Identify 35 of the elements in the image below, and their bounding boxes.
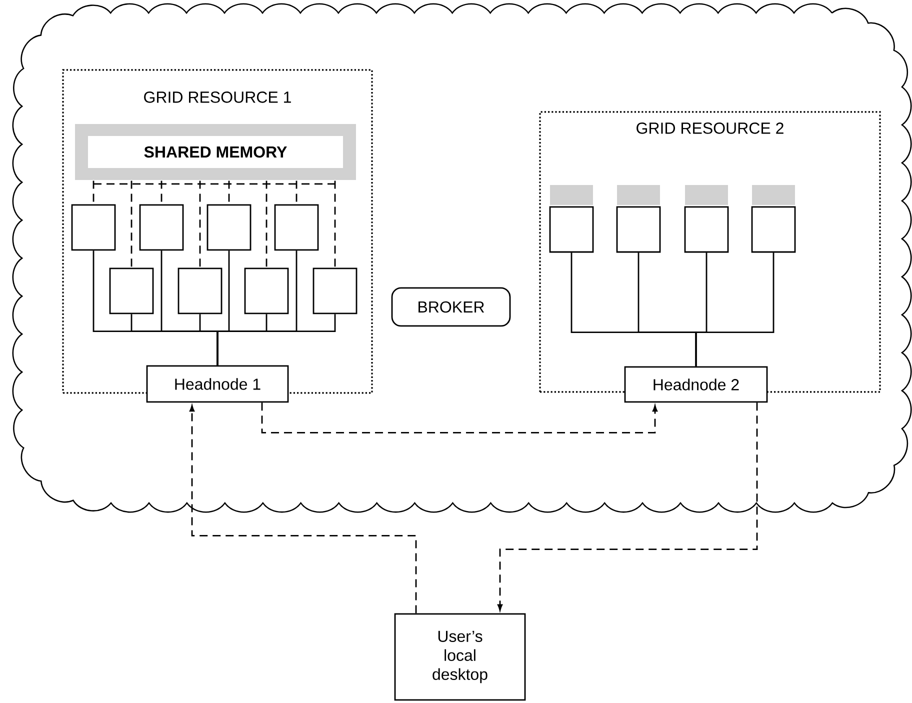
connector <box>296 180 298 204</box>
arrow <box>497 402 758 611</box>
cloud-outline <box>12 3 912 513</box>
grid-resource-box <box>62 69 373 394</box>
connector <box>695 252 774 366</box>
connector <box>334 180 336 268</box>
processor-box <box>274 204 319 251</box>
arrow <box>261 402 658 434</box>
desktop-box: User’s local desktop <box>394 613 526 701</box>
processor-box <box>549 206 594 253</box>
connector <box>130 180 132 268</box>
headnode-box: Headnode 2 <box>624 366 768 403</box>
connector <box>199 180 201 268</box>
processor-box <box>71 204 116 251</box>
connector <box>94 183 335 185</box>
connector <box>216 314 336 366</box>
broker-label: BROKER <box>391 287 511 327</box>
processor-box <box>684 206 729 253</box>
processor-box <box>178 268 222 314</box>
processor-box <box>616 206 661 253</box>
shared-memory-band: SHARED MEMORY <box>75 124 356 180</box>
connector <box>160 180 162 204</box>
heading: GRID RESOURCE 1 <box>144 92 291 103</box>
processor-box <box>139 204 184 251</box>
connector <box>266 180 268 268</box>
processor-box <box>109 268 154 314</box>
processor-box <box>312 268 358 314</box>
processor-box <box>751 206 796 253</box>
connector <box>92 180 94 204</box>
heading: GRID RESOURCE 2 <box>636 122 784 134</box>
arrow <box>189 405 417 614</box>
processor-box <box>244 268 289 314</box>
connector <box>228 180 230 204</box>
headnode-box: Headnode 1 <box>146 365 289 403</box>
processor-box <box>206 204 252 251</box>
